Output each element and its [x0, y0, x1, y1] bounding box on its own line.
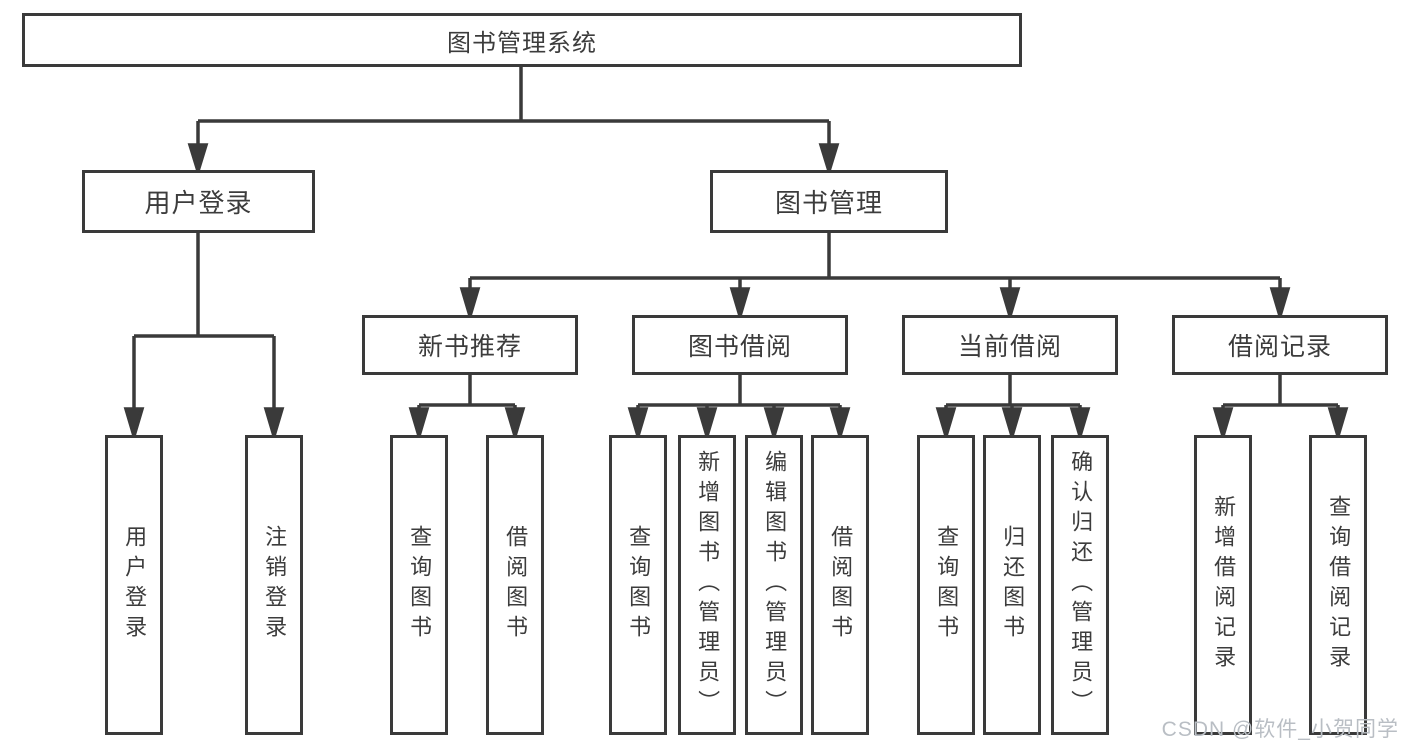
connector-book-borrowing-to-leaves: [627, 374, 851, 443]
connector-root-to-branches: [187, 66, 840, 177]
leaf-label: 查询借阅记录: [1326, 495, 1352, 675]
node-current-borrowing: 当前借阅: [902, 315, 1118, 375]
leaf-label: 确认归还（管理员）: [1068, 450, 1094, 720]
leaf-query-books-recommendation: 查询图书: [390, 435, 448, 735]
leaf-logout-login: 注销登录: [245, 435, 303, 735]
connector-user-login-to-leaves: [123, 232, 285, 443]
node-label: 借阅记录: [1227, 333, 1332, 361]
node-borrowing-records: 借阅记录: [1172, 315, 1388, 375]
leaf-query-books-current: 查询图书: [917, 435, 975, 735]
node-label: 图书管理: [774, 188, 883, 218]
connector-borrow-records-to-leaves: [1212, 374, 1349, 443]
node-label: 新书推荐: [417, 333, 522, 361]
node-book-management: 图书管理: [710, 170, 948, 233]
leaf-confirm-return-admin: 确认归还（管理员）: [1051, 435, 1109, 735]
leaf-label: 编辑图书（管理员）: [762, 450, 788, 720]
node-label: 用户登录: [144, 188, 253, 218]
node-label: 图书借阅: [687, 333, 792, 361]
node-label: 图书管理系统: [447, 29, 597, 57]
leaf-query-borrow-record: 查询借阅记录: [1309, 435, 1367, 735]
leaf-add-borrow-record: 新增借阅记录: [1194, 435, 1252, 735]
leaf-label: 用户登录: [122, 525, 148, 645]
node-book-management-system: 图书管理系统: [22, 13, 1022, 67]
leaf-label: 新增图书（管理员）: [695, 450, 721, 720]
connector-current-borrowing-to-leaves: [935, 374, 1091, 443]
node-book-borrowing: 图书借阅: [632, 315, 848, 375]
node-label: 当前借阅: [957, 333, 1062, 361]
node-user-login-branch: 用户登录: [82, 170, 315, 233]
leaf-label: 新增借阅记录: [1211, 495, 1237, 675]
connector-new-book-to-leaves: [408, 374, 526, 443]
leaf-borrow-books-borrowing: 借阅图书: [811, 435, 869, 735]
leaf-label: 注销登录: [262, 525, 288, 645]
leaf-add-books-admin: 新增图书（管理员）: [678, 435, 736, 735]
leaf-label: 查询图书: [934, 525, 960, 645]
leaf-label: 借阅图书: [503, 525, 529, 645]
connector-book-management-to-modules: [459, 232, 1291, 323]
leaf-user-login: 用户登录: [105, 435, 163, 735]
leaf-label: 查询图书: [626, 525, 652, 645]
csdn-watermark: CSDN @软件_小贺同学: [1161, 718, 1399, 741]
leaf-label: 借阅图书: [828, 525, 854, 645]
leaf-return-books: 归还图书: [983, 435, 1041, 735]
node-new-book-recommendation: 新书推荐: [362, 315, 578, 375]
leaf-edit-books-admin: 编辑图书（管理员）: [745, 435, 803, 735]
leaf-borrow-books-recommendation: 借阅图书: [486, 435, 544, 735]
leaf-label: 归还图书: [1000, 525, 1026, 645]
leaf-label: 查询图书: [407, 525, 433, 645]
leaf-query-books-borrowing: 查询图书: [609, 435, 667, 735]
